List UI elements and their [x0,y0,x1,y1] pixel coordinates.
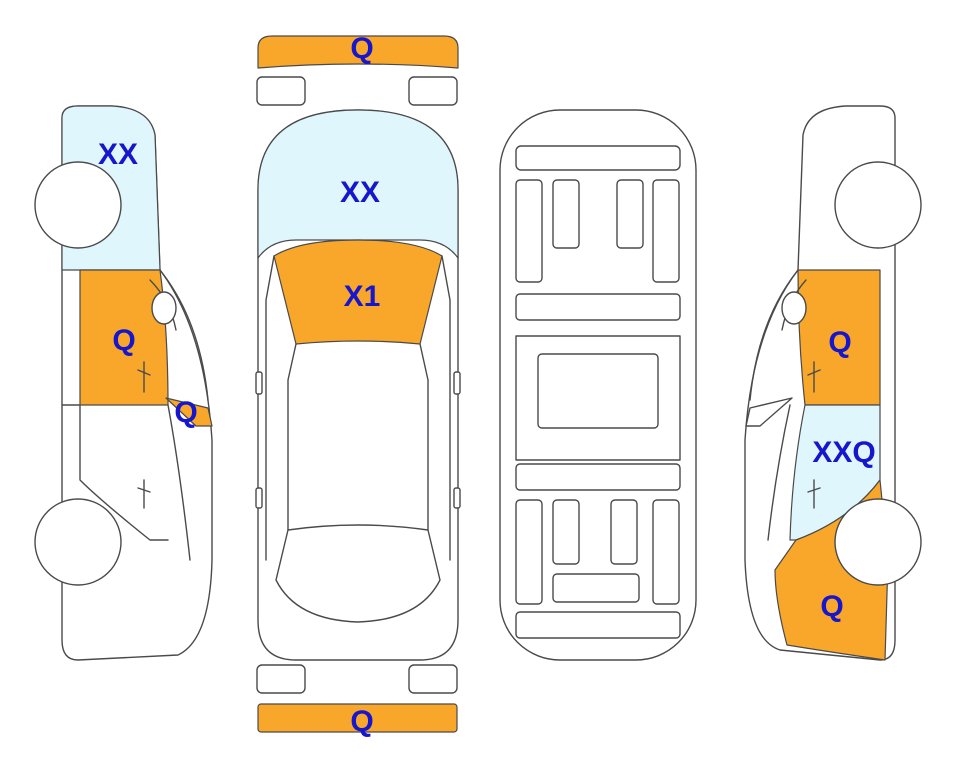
label-windshield: X1 [344,280,381,313]
label-rear-bumper: Q [350,705,373,738]
left-rear-wheel [34,161,122,249]
top-view [255,35,461,733]
top-left-mirror [255,371,263,395]
top-right-mirror [453,371,461,395]
left-taillight [256,664,306,694]
damage-labels: Q XX X1 Q XX Q Q Q XXQ Q [98,32,876,738]
rear-window [275,524,441,623]
right-side-view [744,105,922,661]
label-hood: XX [340,176,380,209]
front-bumper-panel[interactable] [257,35,459,69]
rear-bumper-panel[interactable] [257,703,458,733]
left-headlight [256,76,306,106]
label-right-front-fender: Q [820,590,843,623]
hood-panel[interactable] [257,109,459,259]
left-side-view [34,105,213,661]
left-mirror-panel[interactable] [165,397,213,427]
label-right-rear-door: Q [828,326,851,359]
label-front-bumper: Q [350,32,373,65]
right-rear-wheel [834,161,922,249]
left-front-wheel [34,498,122,586]
label-right-front-door: XXQ [812,436,875,469]
underbody-view [499,109,697,661]
right-taillight [408,664,458,694]
right-front-wheel [834,498,922,586]
label-left-rear-quarter: XX [98,138,138,171]
label-left-mirror: Q [174,396,197,429]
top-left-handle [255,487,263,509]
windshield-panel[interactable] [273,239,443,345]
label-left-rear-door: Q [112,324,135,357]
top-right-handle [453,487,461,509]
right-headlight [408,76,458,106]
